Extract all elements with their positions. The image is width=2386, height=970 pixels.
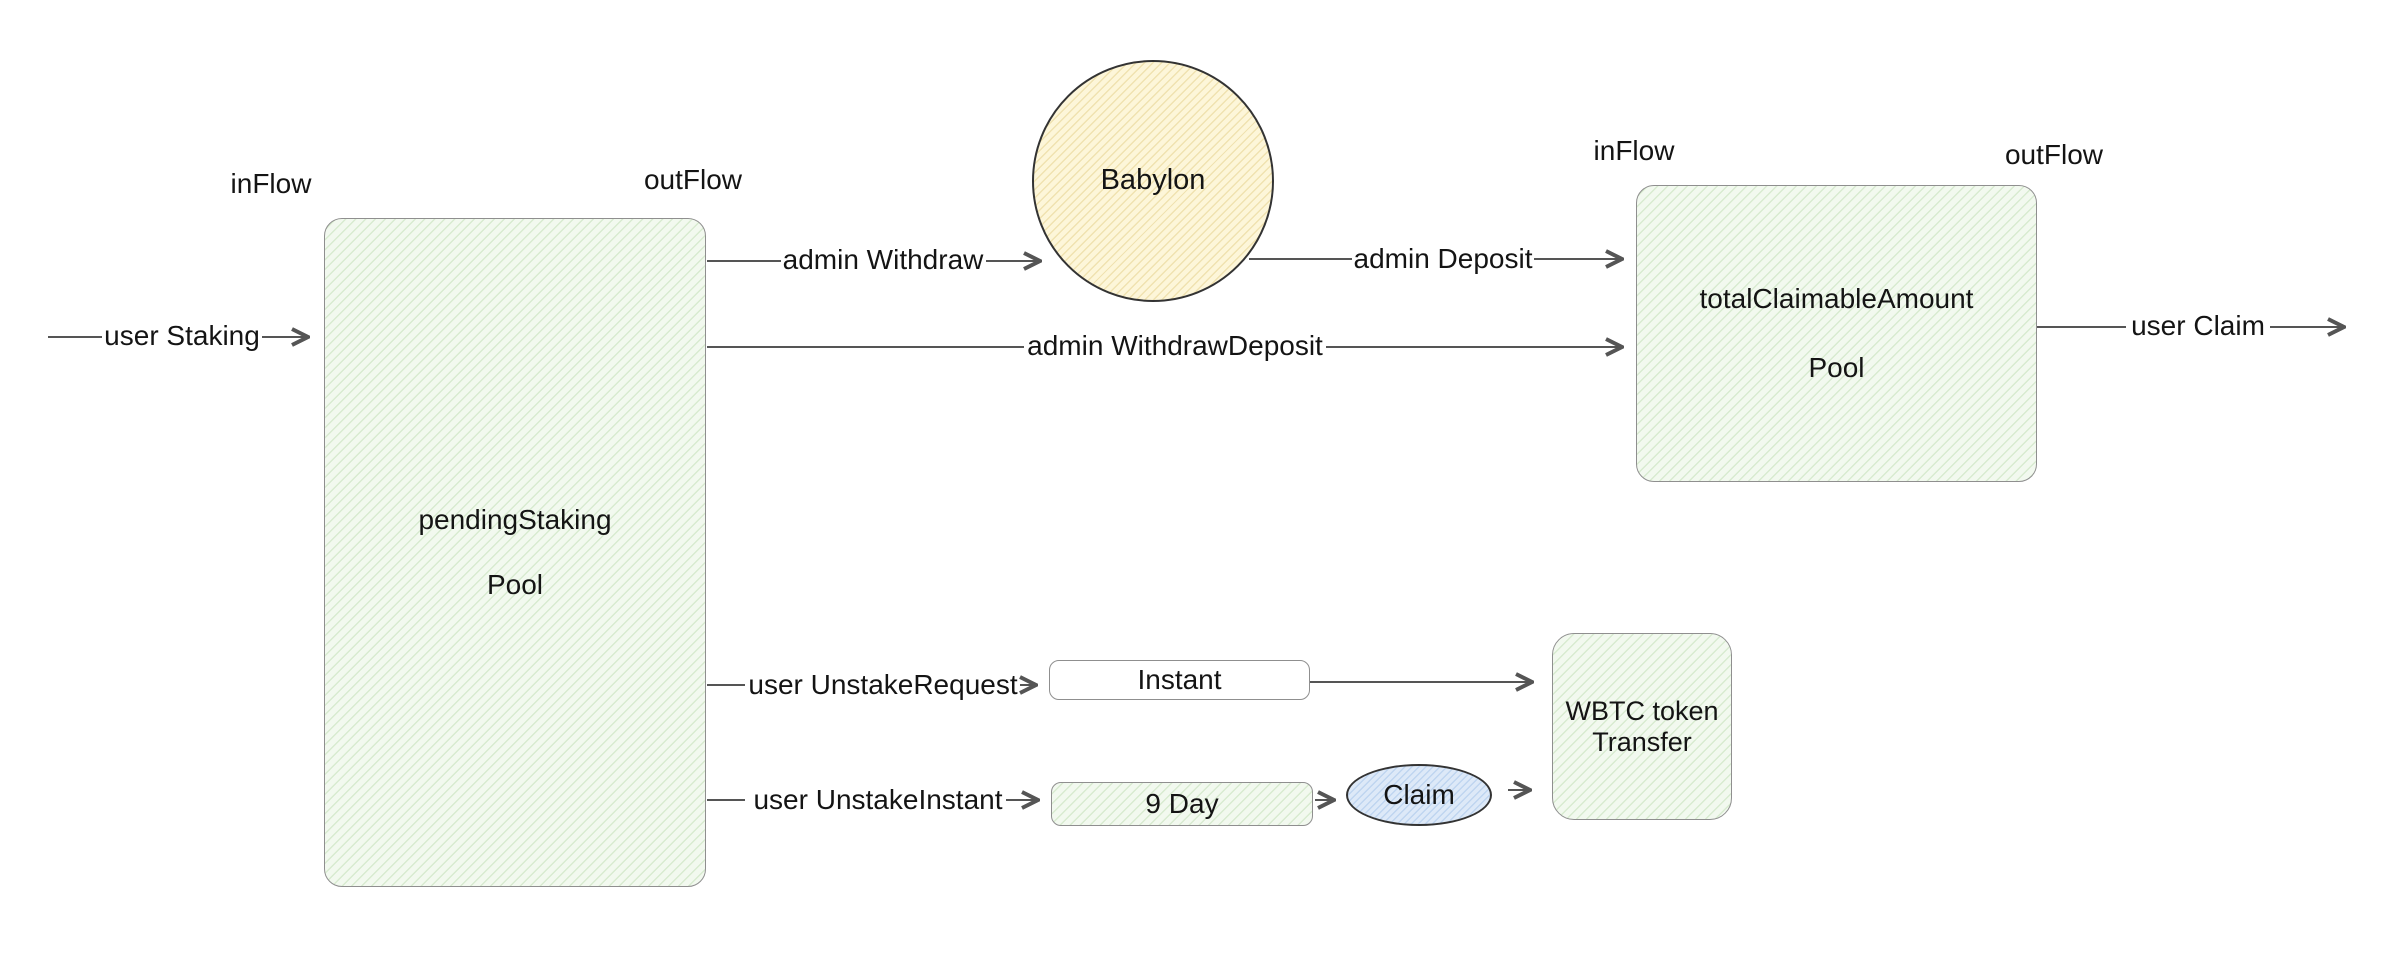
edge-label-admin-withdraw-deposit: admin WithdrawDeposit [1027,330,1323,361]
edge-label-admin-deposit: admin Deposit [1353,243,1533,274]
edge-label-user-unstake-instant: user UnstakeInstant [753,784,1003,815]
label-inflow-left: inFlow [230,168,312,199]
node-wbtc-token-transfer: WBTC token Transfer [1552,633,1732,820]
node-total-claimable-pool: totalClaimableAmount Pool [1636,185,2037,482]
9-day-label: 9 Day [1145,787,1219,819]
babylon-label: Babylon [1100,164,1206,197]
wbtc-label-line2: Transfer [1592,726,1692,757]
node-pending-staking-pool: pendingStaking Pool [324,218,706,887]
edge-label-user-staking: user Staking [104,320,260,351]
label-outflow-left: outFlow [643,164,743,195]
node-claim: Claim [1346,764,1492,826]
node-9-day: 9 Day [1051,782,1313,826]
node-babylon: Babylon [1032,60,1274,302]
edge-label-user-claim: user Claim [2131,310,2265,341]
edge-label-admin-withdraw: admin Withdraw [782,244,984,275]
pending-staking-pool-subtitle: Pool [486,568,544,600]
claim-label: Claim [1383,778,1455,810]
node-instant: Instant [1049,660,1310,700]
pending-staking-pool-title: pendingStaking [418,504,612,536]
total-claimable-pool-subtitle: Pool [1808,351,1865,383]
total-claimable-pool-title: totalClaimableAmount [1699,283,1974,315]
label-inflow-right: inFlow [1593,135,1675,166]
instant-label: Instant [1137,663,1222,695]
wbtc-label-line1: WBTC token [1565,696,1719,727]
edge-label-user-unstake-request: user UnstakeRequest [748,669,1018,700]
label-outflow-right: outFlow [2004,139,2104,170]
